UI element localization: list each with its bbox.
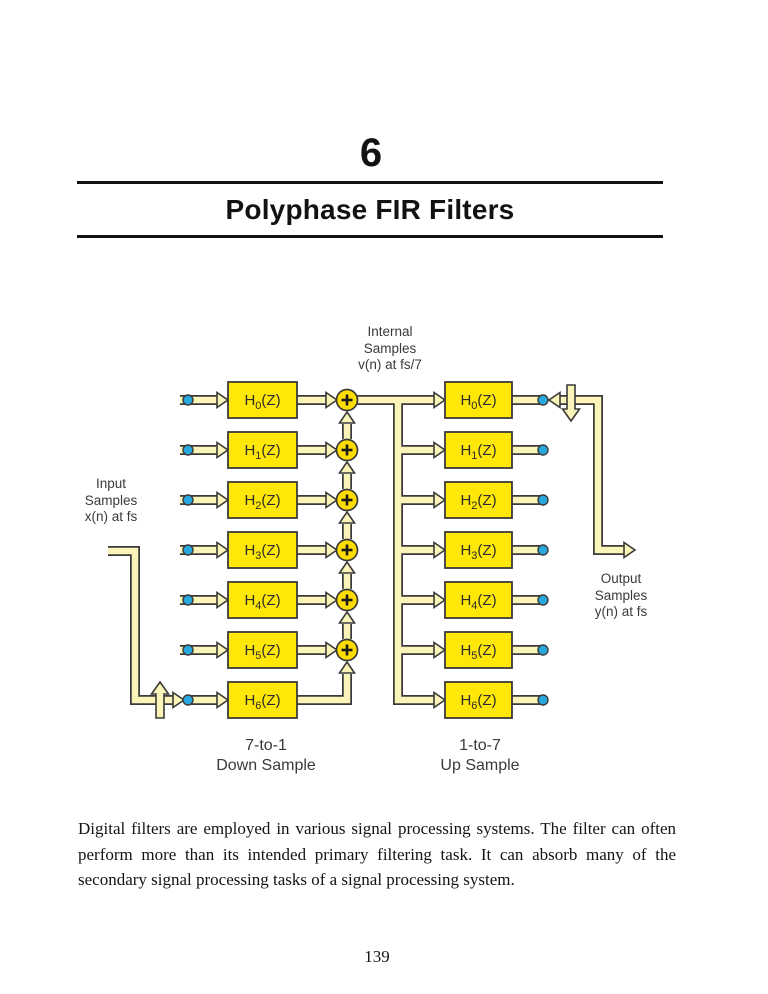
arrowhead <box>325 490 339 510</box>
page-title: Polyphase FIR Filters <box>225 194 515 225</box>
connector-outline <box>559 395 625 555</box>
internal-samples-label: Internal Samples v(n) at fs/7 <box>358 324 422 372</box>
filter-box-label: H5(Z) <box>244 642 280 662</box>
filter-box-left <box>227 531 298 569</box>
signal-node <box>182 444 194 456</box>
arrowhead <box>325 390 339 410</box>
body-paragraph: Digital filters are employed in various … <box>78 819 676 890</box>
filter-box-label: H0(Z) <box>244 392 280 412</box>
filter-box-label: H1(Z) <box>244 442 280 462</box>
filter-box-left <box>227 431 298 469</box>
commutator-arrow-icon <box>560 384 582 423</box>
filter-box-label: H3(Z) <box>460 542 496 562</box>
up-sample-caption: 1-to-7 Up Sample <box>440 737 520 774</box>
filter-box-right <box>444 481 513 519</box>
arrowhead <box>547 390 561 410</box>
signal-node <box>182 594 194 606</box>
filter-box-label: H0(Z) <box>460 392 496 412</box>
filter-box-label: H2(Z) <box>460 492 496 512</box>
filter-box-label: H4(Z) <box>244 592 280 612</box>
filter-box-right <box>444 431 513 469</box>
arrowhead <box>216 540 230 560</box>
signal-node <box>537 394 549 406</box>
arrowhead <box>433 690 447 710</box>
signal-node <box>182 494 194 506</box>
filter-box-label: H6(Z) <box>460 692 496 712</box>
arrowhead <box>172 690 186 710</box>
connector-fill-layer <box>108 396 625 704</box>
input-samples-label: Input Samples x(n) at fs <box>84 476 138 524</box>
output-samples-label: Output Samples y(n) at fs <box>594 571 648 619</box>
signal-node <box>182 694 194 706</box>
filter-box-right <box>444 681 513 719</box>
commutator-arrow-icon <box>149 680 171 719</box>
arrowhead <box>337 660 357 674</box>
connector <box>297 674 351 704</box>
arrowhead <box>433 490 447 510</box>
symbol-layer: H0(Z) H0(Z) H1(Z) H1(Z) H2(Z) H2(Z) H3(Z) H3(Z)… <box>149 381 582 719</box>
arrowhead <box>216 390 230 410</box>
filter-box-label: H1(Z) <box>460 442 496 462</box>
signal-node <box>537 544 549 556</box>
signal-node <box>182 644 194 656</box>
arrowhead <box>433 640 447 660</box>
signal-node <box>537 694 549 706</box>
filter-box-left <box>227 481 298 519</box>
arrowhead <box>216 440 230 460</box>
chapter-number: 6 <box>359 131 383 175</box>
arrowhead <box>337 460 357 474</box>
arrowhead <box>623 540 637 560</box>
down-sample-caption: 7-to-1 Down Sample <box>216 737 316 774</box>
filter-box-left <box>227 581 298 619</box>
filter-box-label: H3(Z) <box>244 542 280 562</box>
arrowhead <box>433 590 447 610</box>
signal-node <box>537 594 549 606</box>
arrowhead <box>216 590 230 610</box>
signal-node <box>182 544 194 556</box>
filter-box-right <box>444 531 513 569</box>
filter-box-label: H4(Z) <box>460 592 496 612</box>
filter-box-right <box>444 381 513 419</box>
arrowhead <box>337 410 357 424</box>
arrowhead <box>325 540 339 560</box>
signal-node <box>182 394 194 406</box>
filter-box-label: H6(Z) <box>244 692 280 712</box>
arrowhead <box>216 490 230 510</box>
arrowhead <box>337 510 357 524</box>
arrowhead <box>433 540 447 560</box>
arrowhead <box>337 560 357 574</box>
filter-box-left <box>227 381 298 419</box>
arrowhead <box>337 610 357 624</box>
arrowhead <box>433 390 447 410</box>
filter-box-label: H5(Z) <box>460 642 496 662</box>
signal-node <box>537 644 549 656</box>
filter-box-left <box>227 681 298 719</box>
filter-box-label: H2(Z) <box>244 492 280 512</box>
arrowhead <box>216 690 230 710</box>
arrowhead-layer <box>172 390 637 710</box>
arrowhead <box>325 640 339 660</box>
connector-outline <box>297 674 352 705</box>
connector-outline <box>108 546 175 705</box>
signal-node <box>537 494 549 506</box>
arrowhead <box>216 640 230 660</box>
horizontal-rule-bottom <box>77 235 663 238</box>
filter-box-right <box>444 631 513 669</box>
page-number: 139 <box>364 947 390 966</box>
arrowhead <box>433 440 447 460</box>
arrowhead <box>325 440 339 460</box>
arrowhead <box>325 590 339 610</box>
horizontal-rule-top <box>77 181 663 184</box>
filter-box-right <box>444 581 513 619</box>
filter-box-left <box>227 631 298 669</box>
signal-node <box>537 444 549 456</box>
connector <box>108 547 175 704</box>
connector <box>559 396 625 554</box>
